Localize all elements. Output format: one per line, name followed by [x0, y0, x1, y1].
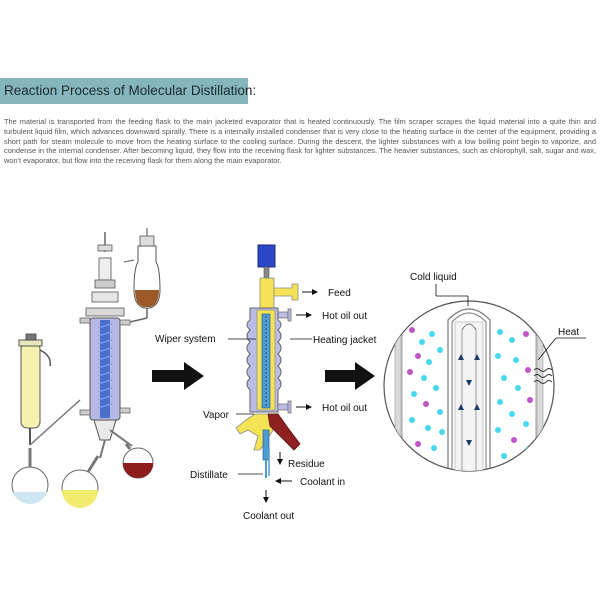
distillate-label: Distillate [190, 470, 228, 481]
heat-label: Heat [558, 327, 579, 338]
lab-apparatus [11, 228, 161, 508]
zoom-labels: Cold liquid Heat [410, 272, 586, 361]
feeding-funnel [18, 333, 81, 446]
vapor-label: Vapor [203, 410, 230, 421]
hot-oil-out-top-label: Hot oil out [322, 311, 367, 322]
hot-oil-out-bottom-label: Hot oil out [322, 403, 367, 414]
section-title-bar: Reaction Process of Molecular Distillati… [0, 78, 256, 104]
process-description: The material is transported from the fee… [4, 117, 596, 166]
residue-label: Residue [288, 459, 325, 470]
flask-residue [122, 443, 154, 479]
evaporator-labels: Feed Hot oil out Wiper system Heating ja… [155, 288, 377, 522]
motor-stem [85, 232, 125, 317]
zoom-detail [383, 300, 555, 472]
flask-left [11, 448, 49, 505]
coolant-out-label: Coolant out [243, 511, 294, 522]
molecules-left [407, 327, 445, 463]
flow-arrow-1 [152, 362, 204, 390]
heating-jacket-label: Heating jacket [313, 335, 377, 346]
main-column [79, 317, 133, 459]
feeding-flask [123, 228, 161, 323]
wiper-system-label: Wiper system [155, 334, 216, 345]
motor-icon [257, 244, 276, 268]
coolant-in-label: Coolant in [300, 477, 345, 488]
cold-liquid-label: Cold liquid [410, 272, 457, 283]
heat-waves-icon [533, 368, 553, 384]
flask-distillate [61, 455, 100, 508]
feed-label: Feed [328, 288, 351, 299]
evaporator-schematic [235, 244, 301, 478]
flow-arrow-2 [325, 362, 375, 390]
section-title: Reaction Process of Molecular Distillati… [4, 83, 257, 98]
